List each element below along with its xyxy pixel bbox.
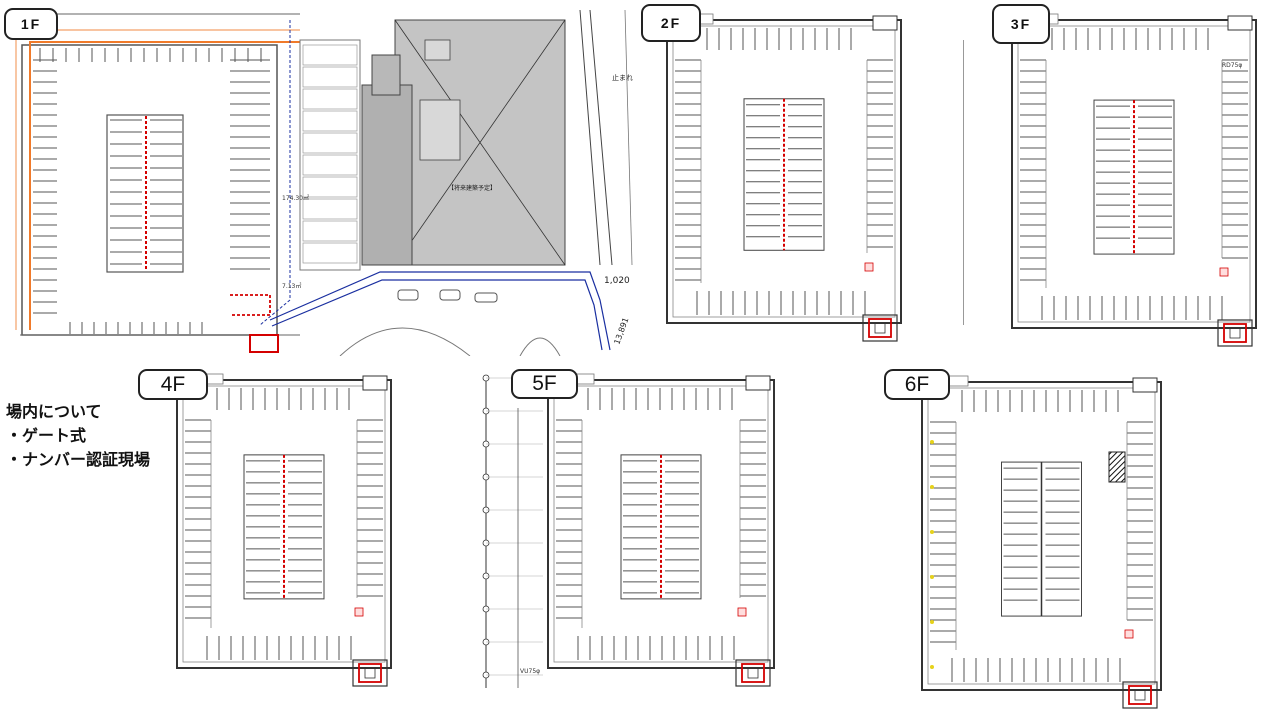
floor-plan-2f-drawing bbox=[666, 13, 902, 342]
floor-plan-1f-drawing: 【将来建築予定】 止まれ 1,020 13,891 174.30㎡ 7.13㎡ bbox=[15, 9, 633, 356]
floor-plan-3f bbox=[1000, 8, 1280, 358]
dimension-label: 1,020 bbox=[604, 276, 630, 286]
divider-line bbox=[963, 40, 964, 325]
floor-plan-5f-drawing bbox=[482, 373, 775, 688]
floor-plan-4f bbox=[165, 368, 415, 698]
dimension-label-2: 13,891 bbox=[612, 316, 630, 345]
floor-plan-2f bbox=[655, 8, 925, 353]
floor-label-2f: 2F bbox=[641, 4, 701, 42]
parking-notes: 場内について ・ゲート式 ・ナンバー認証現場 bbox=[6, 400, 150, 472]
floor-plan-5f bbox=[478, 368, 798, 698]
pipe-label-5f: VU75φ bbox=[520, 668, 541, 675]
area-label: 174.30㎡ bbox=[282, 194, 309, 202]
floor-label-1f: 1F bbox=[4, 8, 58, 40]
notes-heading: 場内について bbox=[6, 402, 102, 421]
floor-plan-6f bbox=[910, 370, 1185, 720]
small-area-label: 7.13㎡ bbox=[282, 282, 301, 290]
floor-label-5f: 5F bbox=[511, 369, 578, 399]
notes-item-gate: ・ゲート式 bbox=[6, 426, 87, 445]
floor-label-6f: 6F bbox=[884, 369, 950, 400]
floor-plan-6f-drawing bbox=[921, 375, 1162, 709]
future-building-label: 【将来建築予定】 bbox=[448, 184, 496, 192]
floor-label-3f: 3F bbox=[992, 4, 1050, 44]
notes-item-plate-recognition: ・ナンバー認証現場 bbox=[6, 450, 151, 469]
floor-label-4f: 4F bbox=[138, 369, 208, 400]
floor-plan-1f: 【将来建築予定】 止まれ 1,020 13,891 174.30㎡ 7.13㎡ bbox=[0, 0, 640, 356]
pipe-label-3f: RD75φ bbox=[1222, 62, 1243, 69]
floor-plan-3f-drawing bbox=[1011, 13, 1257, 347]
floor-plan-4f-drawing bbox=[176, 373, 392, 687]
stop-sign-label: 止まれ bbox=[612, 73, 633, 82]
